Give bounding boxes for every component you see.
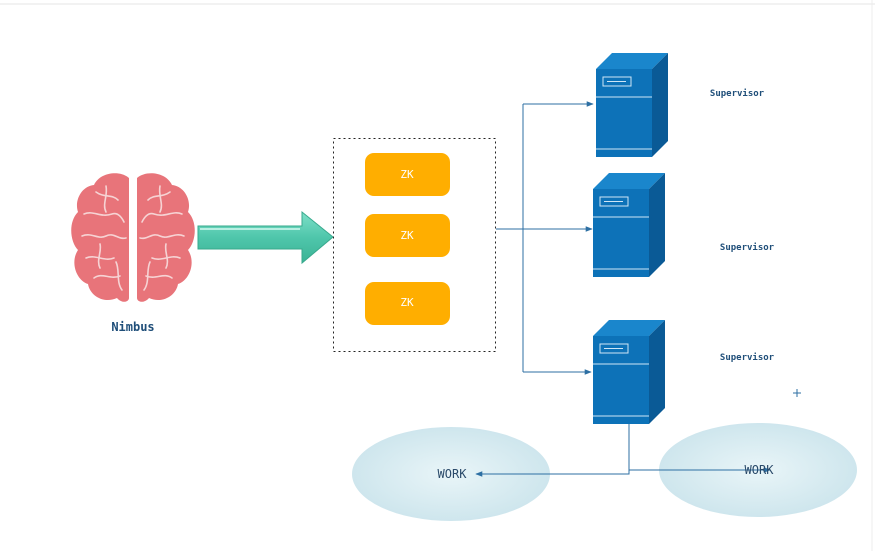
- zk-node-2[interactable]: ZK: [365, 214, 450, 257]
- supervisor-label-1: Supervisor: [710, 88, 765, 99]
- nimbus-label: Nimbus: [111, 320, 154, 334]
- zk-node-3[interactable]: ZK: [365, 282, 450, 325]
- worker-label-2: WORK: [745, 463, 775, 477]
- brain-icon: [71, 173, 195, 302]
- supervisor-label-3: Supervisor: [720, 352, 775, 363]
- zk-node-1[interactable]: ZK: [365, 153, 450, 196]
- zk-node-label: ZK: [400, 296, 414, 309]
- worker-label-1: WORK: [438, 467, 468, 481]
- crosshair-icon: [793, 389, 801, 397]
- zk-node-label: ZK: [400, 229, 414, 242]
- zk-cluster-box[interactable]: [333, 138, 496, 352]
- server-icon: [596, 53, 668, 157]
- zk-node-label: ZK: [400, 168, 414, 181]
- server-icon: [593, 173, 665, 277]
- server-icon: [593, 320, 665, 424]
- zk-supervisor-connectors: [496, 101, 594, 375]
- worker-node-1[interactable]: [352, 427, 550, 521]
- nimbus-to-zk-arrow: [197, 210, 334, 265]
- supervisor-label-2: Supervisor: [720, 242, 775, 253]
- supervisor-worker-connectors: [475, 424, 771, 477]
